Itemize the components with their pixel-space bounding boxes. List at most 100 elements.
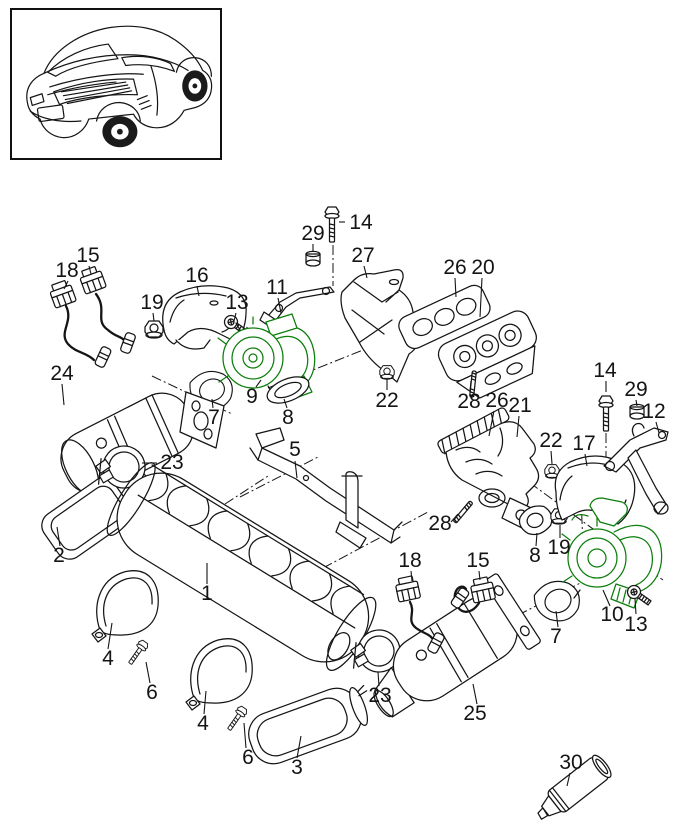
callout-layer: 1234456677889101112131314141515161718181…	[50, 211, 666, 787]
part-cover-4-right[interactable]	[185, 638, 253, 711]
leader-line-8	[283, 398, 288, 409]
part-cover-4-left[interactable]	[91, 570, 159, 643]
callout-23[interactable]: 23	[160, 451, 183, 474]
part-bolt-14-top[interactable]	[324, 206, 340, 243]
leader-line-26	[488, 410, 495, 437]
leader-line-15	[478, 570, 481, 581]
callout-8[interactable]: 8	[282, 406, 294, 429]
callout-24[interactable]: 24	[50, 362, 74, 385]
callout-27[interactable]: 27	[351, 244, 374, 267]
callout-11[interactable]: 11	[266, 276, 288, 299]
leader-line-25	[472, 683, 478, 705]
callout-26[interactable]: 26	[485, 389, 508, 412]
callout-4[interactable]: 4	[102, 647, 114, 670]
leader-line-30	[566, 772, 571, 787]
callout-9[interactable]: 9	[246, 385, 258, 408]
callout-8[interactable]: 8	[529, 544, 541, 567]
part-bolt-14-right[interactable]	[598, 395, 614, 432]
callout-29[interactable]: 29	[624, 378, 647, 401]
callout-15[interactable]: 15	[76, 244, 99, 267]
part-gasket-8-right[interactable]	[516, 502, 556, 539]
leader-line-6	[243, 722, 247, 749]
callout-16[interactable]: 16	[185, 264, 208, 287]
part-nut-19-left[interactable]	[144, 320, 164, 339]
callout-1[interactable]: 1	[201, 582, 213, 605]
leader-line-7	[555, 610, 559, 628]
callout-4[interactable]: 4	[197, 712, 209, 735]
callout-30[interactable]: 30	[559, 751, 582, 774]
callout-6[interactable]: 6	[146, 681, 158, 704]
vehicle-inset-box	[10, 8, 222, 160]
callout-18[interactable]: 18	[398, 549, 421, 572]
leader-line-23	[377, 671, 380, 687]
callout-20[interactable]: 20	[471, 256, 494, 279]
leader-line-18	[63, 280, 69, 290]
callout-13[interactable]: 13	[624, 613, 647, 636]
part-nut-29-top[interactable]	[305, 250, 321, 267]
leader-line-22	[550, 450, 553, 465]
callout-17[interactable]: 17	[572, 432, 595, 455]
part-catalytic-converter-25[interactable]	[352, 573, 541, 735]
leader-line-3	[296, 735, 302, 759]
leader-line-2	[56, 526, 61, 547]
callout-18[interactable]: 18	[55, 259, 78, 282]
callout-2[interactable]: 2	[53, 544, 65, 567]
callout-15[interactable]: 15	[466, 549, 489, 572]
callout-13[interactable]: 13	[225, 291, 248, 314]
callout-3[interactable]: 3	[291, 756, 303, 779]
leader-line-27	[363, 265, 368, 279]
leader-line-11	[277, 297, 282, 314]
leader-line-6	[145, 661, 151, 684]
leader-line-13	[233, 312, 237, 322]
part-bracket-12[interactable]	[603, 422, 669, 515]
callout-28[interactable]: 28	[457, 390, 480, 413]
part-support-bracket-5[interactable]	[249, 427, 403, 549]
callout-7[interactable]: 7	[208, 406, 220, 429]
leader-line-21	[516, 415, 520, 438]
callout-25[interactable]: 25	[463, 702, 486, 725]
callout-26[interactable]: 26	[443, 256, 466, 279]
part-tailpipe-trim-3[interactable]	[243, 678, 380, 770]
part-oxygen-sensor-right-15[interactable]	[449, 575, 497, 613]
leader-line-12	[655, 421, 660, 434]
part-main-muffler-1[interactable]	[99, 456, 385, 678]
callout-10[interactable]: 10	[600, 603, 623, 626]
part-nut-22-top[interactable]	[379, 365, 395, 380]
leader-line-4	[107, 622, 113, 650]
leader-line-20	[479, 277, 483, 318]
part-sealant-tube-30[interactable]	[530, 753, 614, 827]
part-gasket-26-lower[interactable]	[437, 407, 511, 455]
callout-22[interactable]: 22	[375, 389, 398, 412]
part-oxygen-sensor-left-15[interactable]	[77, 264, 137, 355]
part-gasket-8-left[interactable]	[263, 372, 312, 409]
leader-line-5	[294, 460, 298, 479]
callout-29[interactable]: 29	[301, 222, 324, 245]
leader-line-16	[196, 285, 200, 297]
part-exhaust-manifold-20[interactable]	[435, 307, 551, 406]
leader-line-29	[635, 399, 638, 407]
callout-21[interactable]: 21	[508, 394, 531, 417]
callout-5[interactable]: 5	[289, 438, 301, 461]
part-heat-shield-16[interactable]	[162, 285, 247, 350]
callout-19[interactable]: 19	[140, 291, 163, 314]
callout-22[interactable]: 22	[539, 429, 562, 452]
callout-23[interactable]: 23	[368, 684, 391, 707]
callout-28[interactable]: 28	[428, 512, 451, 535]
callout-14[interactable]: 14	[349, 211, 373, 234]
callout-7[interactable]: 7	[550, 625, 562, 648]
part-gasket-26-top[interactable]	[396, 282, 494, 352]
callout-6[interactable]: 6	[242, 746, 254, 769]
callout-12[interactable]: 12	[642, 400, 665, 423]
leader-line-15	[88, 265, 92, 275]
part-gasket-7-right[interactable]	[528, 573, 587, 630]
part-oxygen-sensor-left-18[interactable]	[47, 278, 113, 369]
callout-19[interactable]: 19	[547, 536, 570, 559]
leader-line-8	[535, 532, 538, 547]
leader-line-13	[634, 598, 637, 615]
part-stud-28-lower[interactable]	[452, 500, 474, 524]
part-oxygen-sensor-right-18[interactable]	[393, 574, 446, 655]
vehicle-thumbnail	[26, 25, 213, 148]
callout-14[interactable]: 14	[593, 359, 617, 382]
